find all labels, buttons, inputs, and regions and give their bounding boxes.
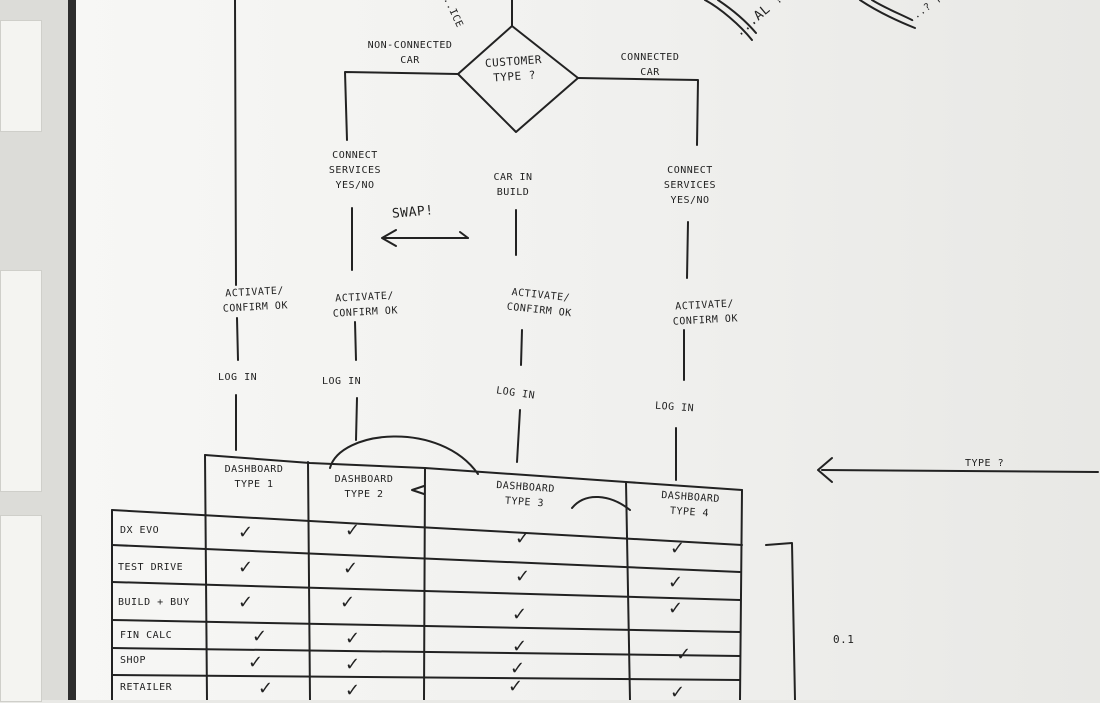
type-arrow	[817, 457, 1099, 483]
feature-retailer: RETAILER	[120, 682, 173, 693]
check-mark: ✓	[238, 557, 254, 578]
col2-activate: ACTIVATE/CONFIRM OK	[332, 290, 399, 320]
check-mark: ✓	[668, 572, 684, 593]
check-mark: ✓	[345, 520, 361, 541]
feature-build-buy: BUILD + BUY	[118, 597, 190, 608]
check-mark: ✓	[345, 680, 361, 701]
check-mark: ✓	[252, 626, 268, 647]
check-mark: ✓	[258, 678, 274, 699]
check-mark: ✓	[515, 528, 531, 549]
whiteboard	[76, 0, 1100, 700]
check-mark: ✓	[340, 592, 356, 613]
check-mark: ✓	[345, 654, 361, 675]
col1-activate: ACTIVATE/CONFIRM OK	[222, 285, 289, 315]
version-label: 0.1	[833, 633, 855, 646]
check-mark: ✓	[248, 652, 264, 673]
feature-fin-calc: FIN CALC	[120, 630, 173, 641]
check-mark: ✓	[676, 644, 692, 665]
col4-activate: ACTIVATE/CONFIRM OK	[672, 298, 739, 328]
wall-note-middle	[0, 270, 42, 492]
decision-diamond	[457, 25, 579, 133]
check-mark: ✓	[670, 538, 686, 559]
feature-shop: SHOP	[120, 655, 147, 666]
whiteboard-frame	[68, 0, 76, 700]
check-mark: ✓	[238, 522, 254, 543]
left-flow-line	[234, 0, 237, 286]
check-mark: ✓	[345, 628, 361, 649]
check-mark: ✓	[238, 592, 254, 613]
feature-dx-evo: DX EVO	[120, 525, 160, 536]
wall-note-top	[0, 20, 42, 132]
check-mark: ✓	[668, 598, 684, 619]
feature-table-grid	[111, 454, 743, 700]
col2-login: LOG IN	[322, 376, 362, 387]
check-mark: ✓	[508, 676, 524, 697]
check-mark: ✓	[510, 658, 526, 679]
check-mark: ✓	[670, 682, 686, 703]
wall-note-bottom	[0, 515, 42, 702]
check-mark: ✓	[512, 604, 528, 625]
type-question-label: TYPE ?	[965, 458, 1005, 469]
check-mark: ✓	[515, 566, 531, 587]
check-mark: ✓	[343, 558, 359, 579]
col4-login: LOG IN	[654, 400, 695, 415]
check-mark: ✓	[512, 636, 528, 657]
feature-test-drive: TEST DRIVE	[118, 562, 184, 573]
swap-arrow	[381, 229, 469, 247]
col1-login: LOG IN	[218, 372, 258, 383]
right-bracket	[765, 542, 796, 700]
